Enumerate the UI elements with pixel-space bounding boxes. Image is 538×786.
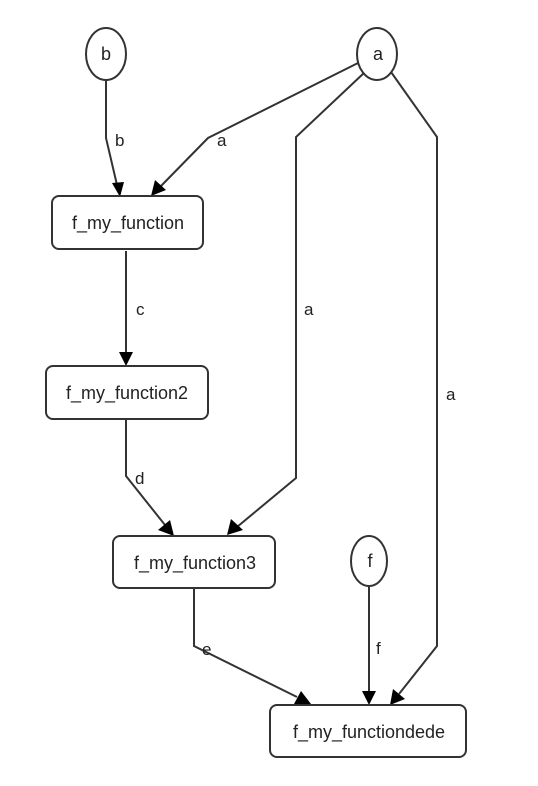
arrowhead-icon xyxy=(112,182,124,197)
node-a[interactable]: a xyxy=(356,27,398,81)
edge-a-to-f-my-function3: a xyxy=(227,71,366,535)
node-label-f-my-function2: f_my_function2 xyxy=(66,383,188,404)
node-f-my-function2[interactable]: f_my_function2 xyxy=(45,365,209,420)
node-b[interactable]: b xyxy=(85,27,127,81)
arrowhead-icon xyxy=(294,691,311,704)
node-label-a: a xyxy=(373,44,384,64)
arrowhead-icon xyxy=(362,691,376,705)
node-label-f-my-function: f_my_function xyxy=(72,213,184,234)
edge-label-f: f xyxy=(376,639,381,658)
node-label-b: b xyxy=(101,44,111,64)
node-f-my-functiondede[interactable]: f_my_functiondede xyxy=(269,704,467,758)
arrowhead-icon xyxy=(227,519,243,535)
edge-label-e: e xyxy=(202,640,211,659)
edge-b-to-f-my-function: b xyxy=(105,80,124,197)
nodes: b a f_my_function f_my_function2 f_my_fu… xyxy=(45,27,467,758)
edge-label-c: c xyxy=(136,300,145,319)
edge-f-my-function2-to-f-my-function3: d xyxy=(125,420,174,536)
arrowhead-icon xyxy=(151,180,166,196)
node-f-my-function[interactable]: f_my_function xyxy=(51,195,204,250)
edge-label-a-3: a xyxy=(446,385,456,404)
edges: b a a a c d xyxy=(105,61,456,705)
edge-label-a-1: a xyxy=(217,131,227,150)
edge-f-my-function3-to-f-my-functiondede: e xyxy=(193,589,311,704)
node-f-my-function3[interactable]: f_my_function3 xyxy=(112,535,276,589)
edge-a-to-f-my-function: a xyxy=(151,61,361,196)
edge-label-b: b xyxy=(115,131,124,150)
edge-label-d: d xyxy=(135,469,144,488)
arrowhead-icon xyxy=(119,352,133,366)
edge-f-my-function-to-f-my-function2: c xyxy=(119,251,145,366)
edge-label-a-2: a xyxy=(304,300,314,319)
node-label-f-my-functiondede: f_my_functiondede xyxy=(293,722,445,743)
edge-a-to-f-my-functiondede: a xyxy=(390,71,456,705)
node-label-f: f xyxy=(367,551,373,571)
arrowhead-icon xyxy=(158,520,174,536)
edge-f-to-f-my-functiondede: f xyxy=(362,586,381,705)
node-label-f-my-function3: f_my_function3 xyxy=(134,553,256,574)
arrowhead-icon xyxy=(390,689,405,705)
node-f[interactable]: f xyxy=(350,535,388,587)
